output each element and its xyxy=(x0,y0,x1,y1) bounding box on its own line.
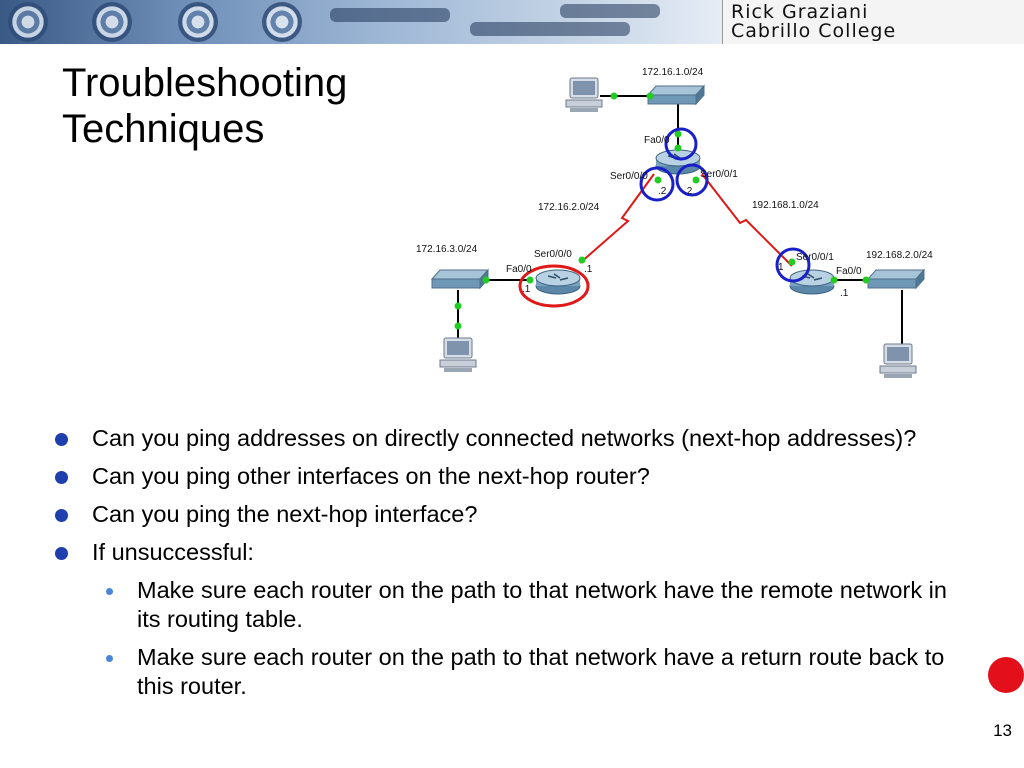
host-label: .1 xyxy=(840,288,849,299)
network-label: 172.16.2.0/24 xyxy=(538,202,600,213)
header-banner: Rick Graziani Cabrillo College xyxy=(0,0,1024,44)
bullet-item: Can you ping the next-hop interface? xyxy=(50,500,950,529)
switch-icon xyxy=(647,85,705,105)
title-line: Techniques xyxy=(62,107,265,151)
author-name: Rick Graziani xyxy=(731,1,869,23)
banner-graphic xyxy=(330,8,450,22)
sub-bullet-item: Make sure each router on the path to tha… xyxy=(50,643,950,701)
router-icon xyxy=(535,269,581,295)
interface-label: Fa0/0 xyxy=(506,264,532,275)
author-box: Rick Graziani Cabrillo College xyxy=(722,0,1024,44)
film-reel-image xyxy=(262,2,302,42)
port-status-dots xyxy=(454,92,870,330)
interface-label: Ser0/0/1 xyxy=(796,252,834,263)
host-label: 1 xyxy=(778,262,784,273)
film-reel-image xyxy=(8,2,48,42)
title-line: Troubleshooting xyxy=(62,61,348,105)
interface-label: Ser0/0/0 xyxy=(610,171,648,182)
interface-label: Fa0/0 xyxy=(836,266,862,277)
host-label: .2 xyxy=(684,186,693,197)
host-label: .1 xyxy=(584,264,593,275)
network-label: 192.168.2.0/24 xyxy=(866,250,933,261)
network-label: 192.168.1.0/24 xyxy=(752,200,819,211)
interface-label: Ser0/0/1 xyxy=(700,169,738,180)
interface-label: Fa0/0 xyxy=(644,135,670,146)
banner-graphic xyxy=(470,22,630,36)
bullet-list: Can you ping addresses on directly conne… xyxy=(50,424,950,710)
red-circle-icon xyxy=(988,657,1024,693)
film-reel-image xyxy=(178,2,218,42)
switch-icon xyxy=(867,269,925,289)
bullet-item: If unsuccessful: xyxy=(50,538,950,567)
host-label: .2 xyxy=(658,186,667,197)
pc-icon xyxy=(879,343,917,379)
pc-icon xyxy=(439,337,477,373)
banner-graphic xyxy=(560,4,660,18)
film-reel-image xyxy=(92,2,132,42)
network-label: 172.16.1.0/24 xyxy=(642,67,704,78)
serial-links xyxy=(579,173,793,267)
bullet-item: Can you ping other interfaces on the nex… xyxy=(50,462,950,491)
host-label: .1 xyxy=(522,284,531,295)
network-label: 172.16.3.0/24 xyxy=(416,244,478,255)
highlight-circles xyxy=(518,127,811,308)
college-name: Cabrillo College xyxy=(731,20,897,42)
page-number: 13 xyxy=(993,721,1012,740)
bullet-item: Can you ping addresses on directly conne… xyxy=(50,424,950,453)
interface-label: Ser0/0/0 xyxy=(534,249,572,260)
sub-bullet-item: Make sure each router on the path to tha… xyxy=(50,576,950,634)
slide-title: Troubleshooting Techniques xyxy=(62,60,347,152)
switch-icon xyxy=(431,269,489,289)
pc-icon xyxy=(565,77,603,113)
network-topology-diagram: 172.16.1.0/24 172.16.2.0/24 192.168.1.0/… xyxy=(416,67,933,379)
